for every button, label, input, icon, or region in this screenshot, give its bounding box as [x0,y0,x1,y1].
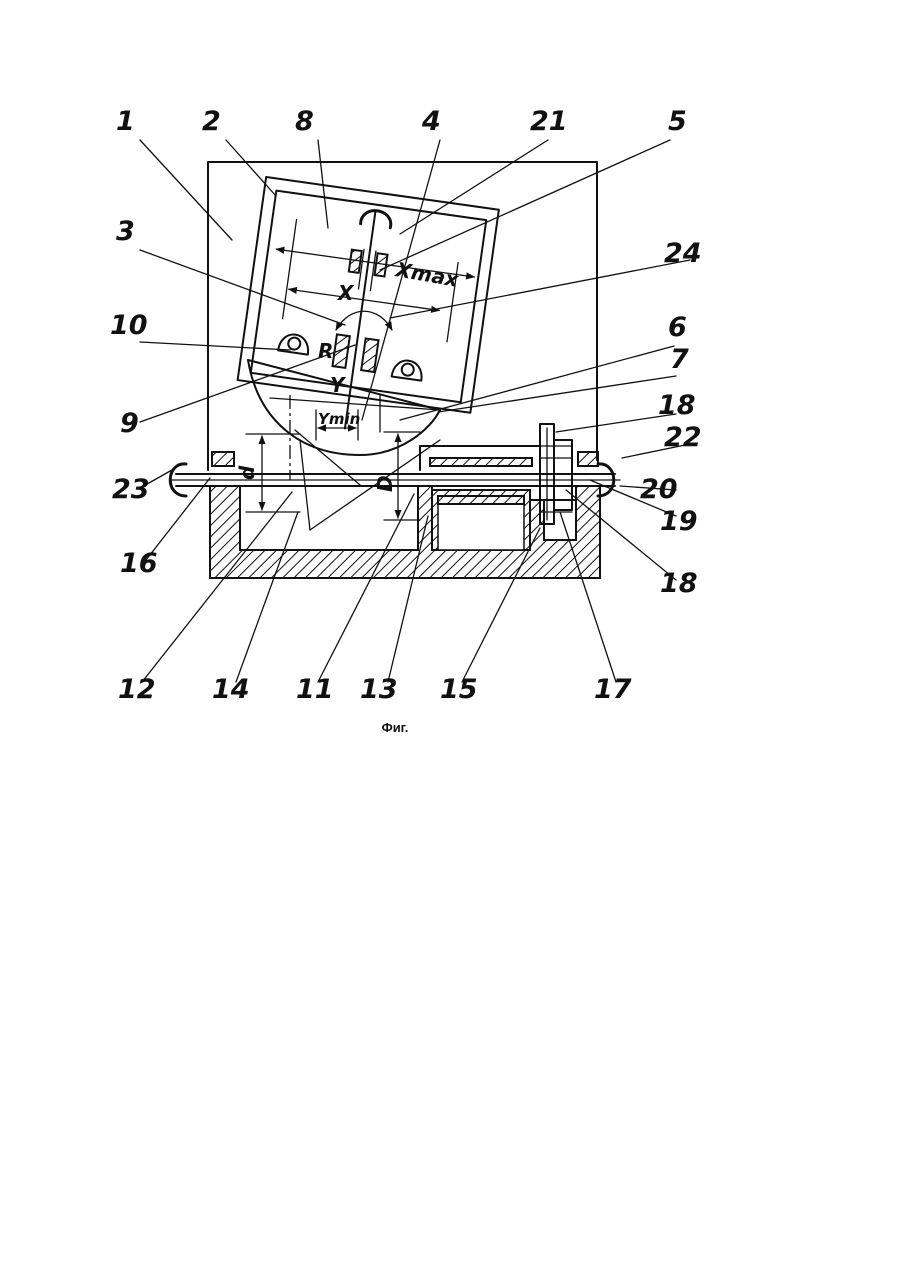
ref-label-7: 7 [670,344,689,375]
dim-y: Y [330,373,347,397]
ref-label-17: 17 [594,674,632,705]
ref-label-2: 2 [202,106,221,137]
angle-arcs [336,311,392,330]
ref-label-6: 6 [668,312,687,343]
ref-label-18-top: 18 [658,390,696,421]
leader-lines [140,140,690,682]
ref-label-5: 5 [668,106,687,137]
ref-label-14: 14 [212,674,250,705]
ref-label-13: 13 [360,674,398,705]
ref-label-19: 19 [660,506,698,537]
dim-ymin: Ymin [318,410,360,428]
ref-label-3: 3 [116,216,135,247]
ref-label-18-bottom: 18 [660,568,698,599]
ref-label-15: 15 [440,674,478,705]
dim-d-small: d [235,465,259,480]
ref-label-23: 23 [112,474,150,505]
ref-label-22: 22 [664,422,702,453]
dim-x: X [336,281,355,305]
ref-label-16: 16 [120,548,158,579]
ref-label-10: 10 [110,310,148,341]
dim-r: R [318,339,333,363]
ref-label-9: 9 [120,408,139,439]
dim-d-large: D [373,475,397,492]
ref-label-4: 4 [421,106,441,137]
figure-caption: Фиг. [340,720,450,735]
ref-label-12: 12 [118,674,156,705]
rotation-arrow-4 [360,209,392,228]
ref-label-20: 20 [640,474,678,505]
ref-label-11: 11 [296,674,334,705]
ref-label-1: 1 [116,106,135,137]
ref-label-21: 21 [530,106,568,137]
ref-label-24: 24 [664,238,702,269]
ref-label-8: 8 [295,106,314,137]
